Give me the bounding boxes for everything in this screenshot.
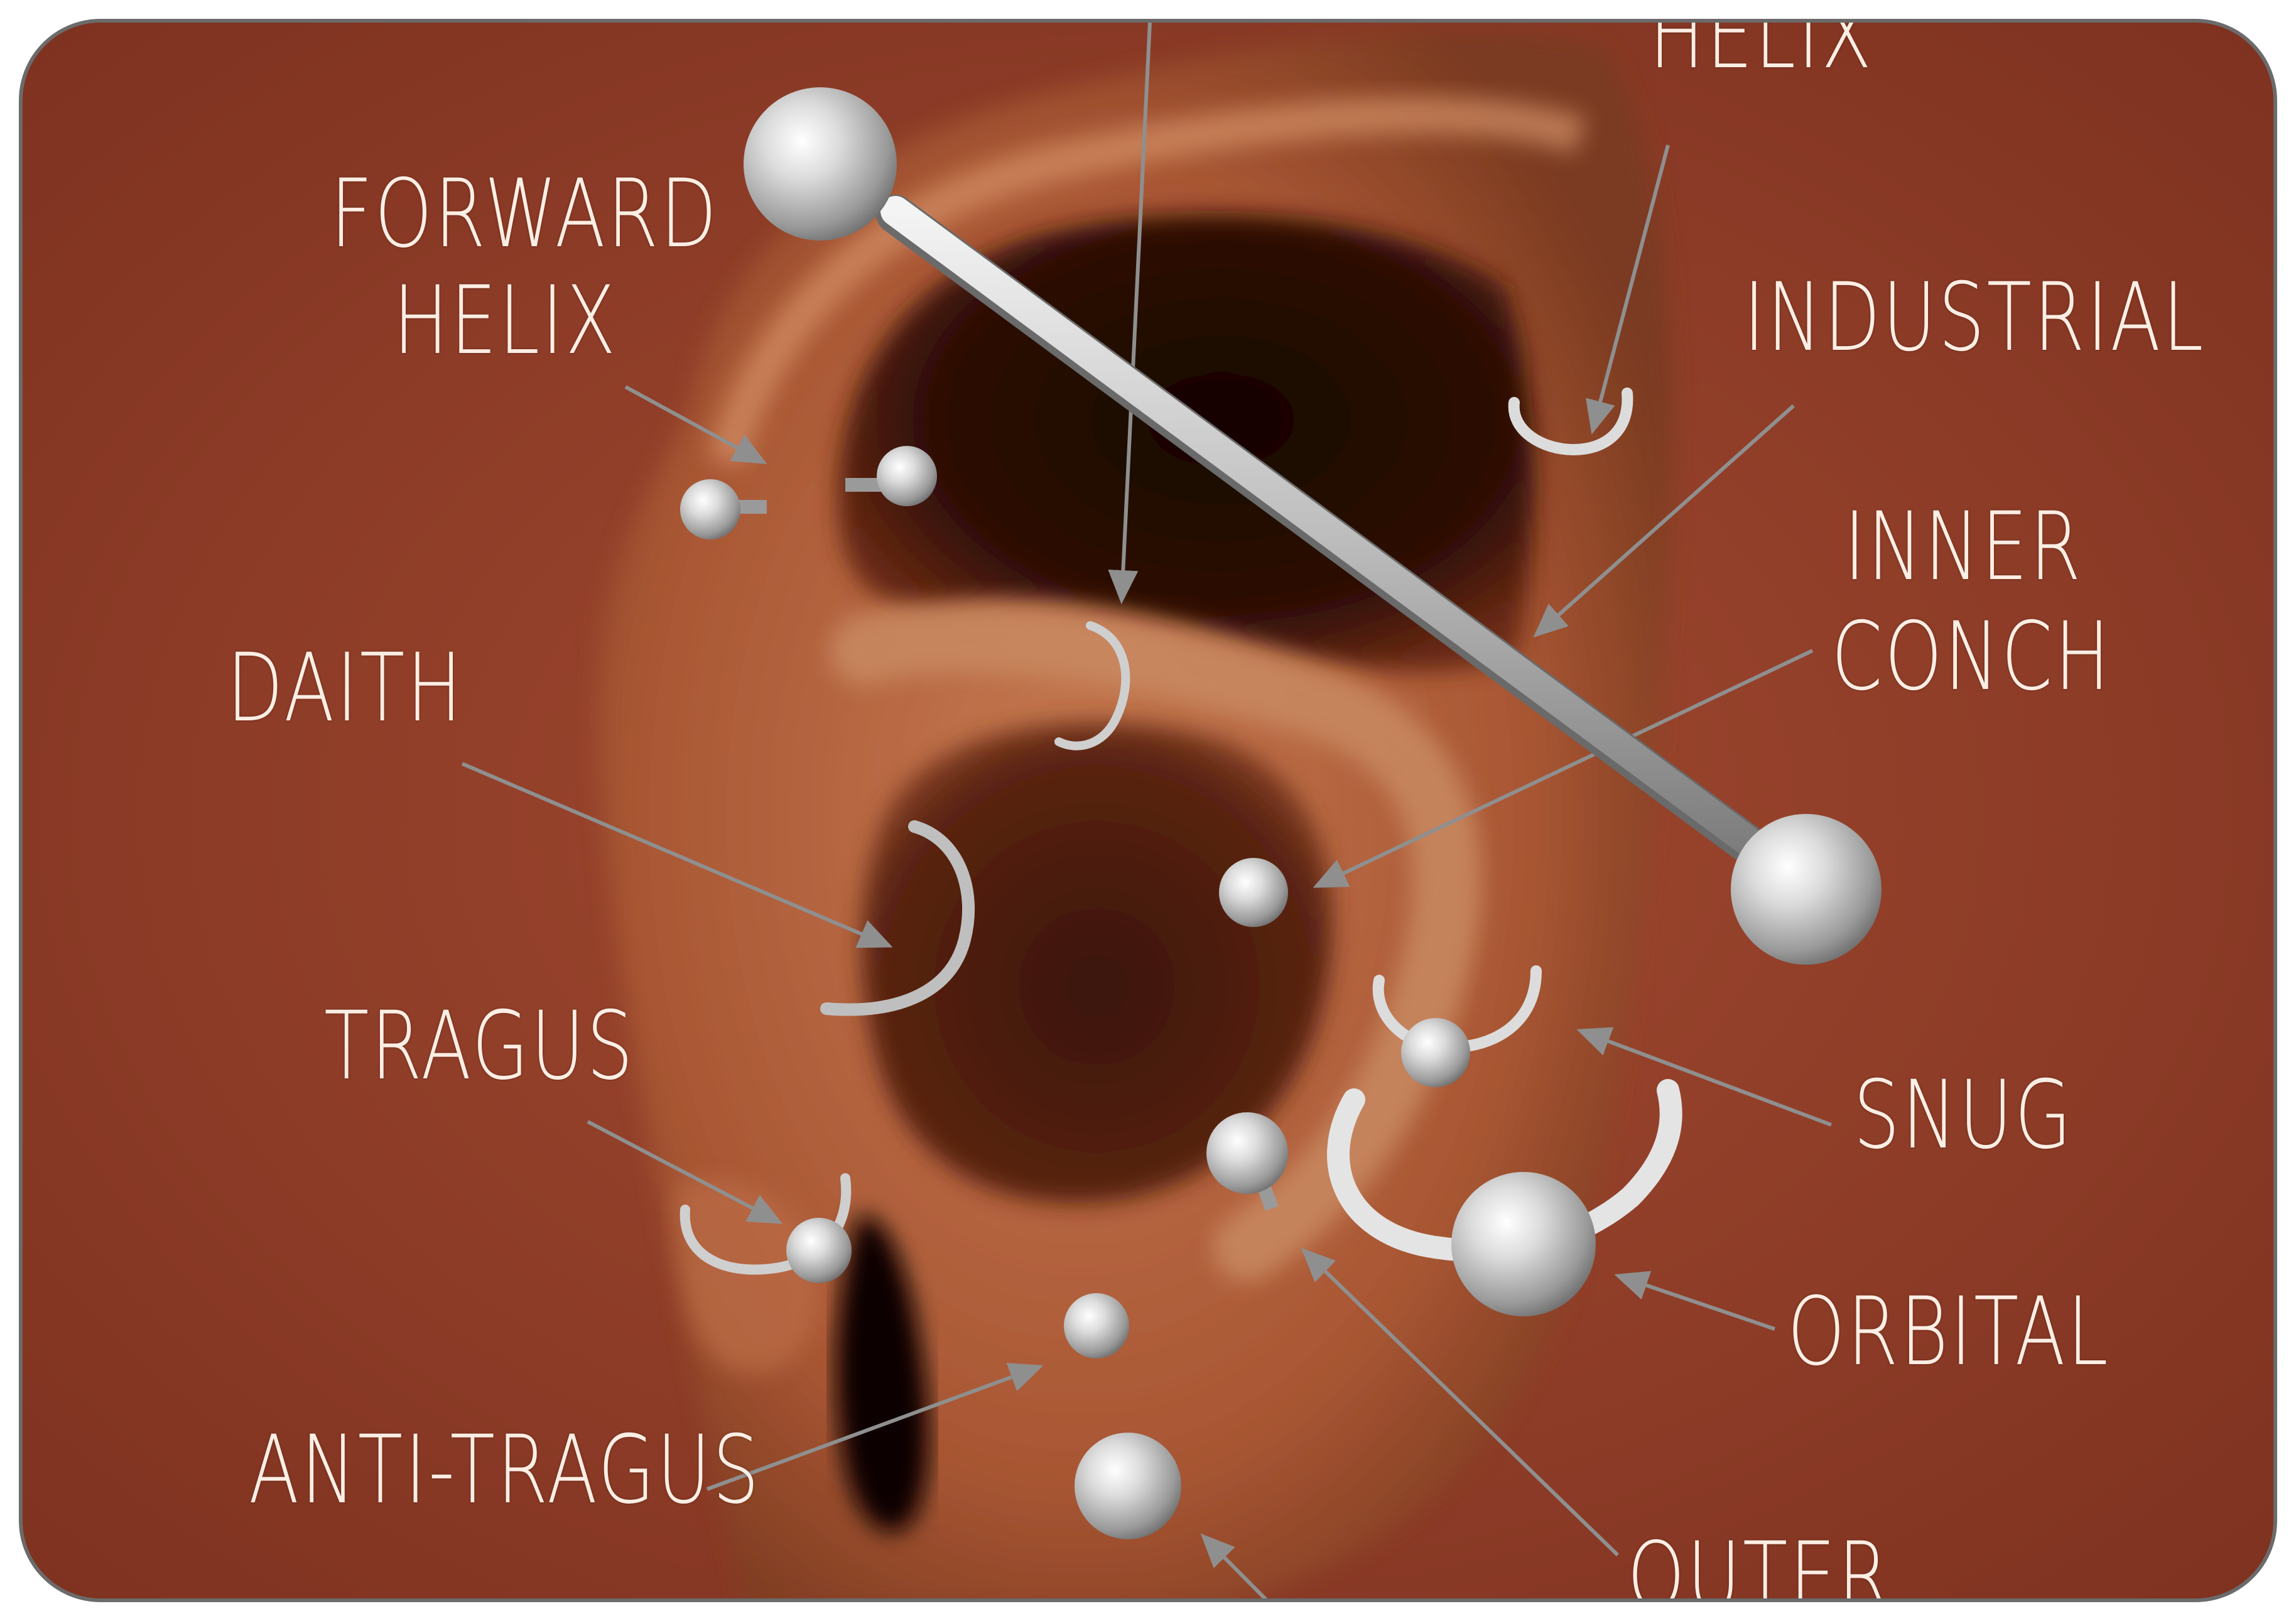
ear-illustration (598, 32, 1672, 1598)
inner-conch-stud (1219, 858, 1288, 927)
pointer-industrial (1533, 404, 1795, 637)
label-snug: SNUG (1853, 1061, 2074, 1170)
snug-bead (1401, 1018, 1470, 1087)
anti-helix-ridge (830, 604, 1482, 1282)
pointer-lines (461, 23, 1833, 1598)
label-daith: DAITH (227, 634, 464, 743)
industrial-ball-top (744, 87, 897, 241)
pointer-forward-helix (624, 385, 767, 464)
rook-ring (1054, 621, 1130, 751)
pointer-tragus (587, 1120, 783, 1224)
tragus-ring (680, 1173, 852, 1275)
label-forward-helix-line2: HELIX (393, 266, 618, 376)
anti-tragus-stud (1064, 1293, 1129, 1358)
ear-piercing-diagram (23, 23, 2273, 1598)
concha-bowl (861, 721, 1333, 1203)
industrial-ball-bottom (1731, 814, 1882, 965)
label-outer: OUTER (1627, 1522, 1892, 1602)
outer-conch-stud (1206, 1112, 1288, 1194)
orbital-bead (1451, 1172, 1596, 1316)
label-helix: HELIX (1649, 19, 1874, 90)
tragus-bead (786, 1218, 852, 1283)
pointer-daith (461, 762, 893, 948)
pointer-outer-conch (1301, 1247, 1620, 1557)
daith-ring (820, 820, 975, 1016)
tragus-bump (676, 1178, 820, 1373)
industrial-bar (880, 196, 1790, 876)
helix-rim-highlight (707, 96, 1586, 467)
pointer-anti-tragus (706, 1363, 1044, 1491)
label-anti-tragus: ANTI-TRAGUS (249, 1416, 761, 1525)
helix-ring (1508, 388, 1633, 456)
pointer-inner-conch (1313, 649, 1814, 888)
label-inner-conch-line1: INNER (1844, 492, 2083, 602)
diagram-card: HELIX FORWARD HELIX INDUSTRIAL INNER CON… (19, 19, 2277, 1602)
jewelry (680, 87, 1882, 1539)
label-industrial: INDUSTRIAL (1743, 263, 2206, 372)
label-orbital: ORBITAL (1787, 1277, 2110, 1387)
label-tragus: TRAGUS (324, 992, 636, 1101)
forward-helix-post-2 (845, 478, 883, 492)
label-inner-conch-line2: CONCH (1831, 602, 2112, 712)
pointer-helix (1586, 144, 1670, 435)
pointer-lobe (1200, 1533, 1268, 1598)
forward-helix-stud-2 (877, 446, 937, 506)
ear-canal (836, 1215, 929, 1532)
pointer-rook (1108, 23, 1152, 604)
label-forward-helix-line1: FORWARD (330, 160, 719, 269)
pointer-orbital (1614, 1271, 1775, 1331)
pointer-snug (1576, 1027, 1833, 1127)
lobe-stud (1075, 1433, 1181, 1539)
forward-helix-stud-1 (680, 479, 740, 539)
